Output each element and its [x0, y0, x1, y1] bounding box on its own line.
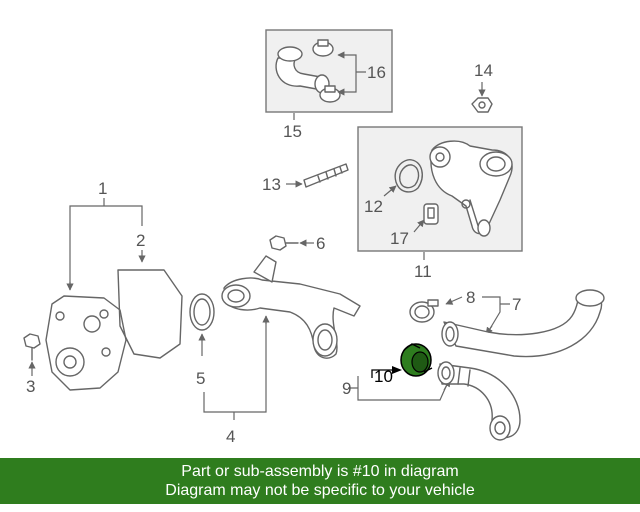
banner-line-2: Diagram may not be specific to your vehi…	[165, 482, 475, 499]
coolant-hose-9	[437, 361, 521, 441]
hose-clamp-upper	[312, 39, 334, 57]
stud-13	[303, 163, 349, 188]
callout-12: 12	[364, 197, 383, 216]
callout-15: 15	[283, 122, 302, 141]
callout-11: 11	[414, 262, 432, 281]
callout-2: 2	[136, 231, 145, 250]
highlighted-hose-clamp-10[interactable]	[400, 343, 433, 377]
callout-14: 14	[474, 61, 493, 80]
hose-clamp-lower	[319, 85, 341, 103]
gasket-12	[394, 159, 423, 193]
nut-14	[471, 97, 493, 113]
callout-13: 13	[262, 175, 281, 194]
callout-5: 5	[196, 369, 205, 388]
leader-16	[344, 54, 366, 93]
callout-7: 7	[512, 295, 521, 314]
callout-9: 9	[342, 379, 351, 398]
callout-3: 3	[26, 377, 35, 396]
callout-6: 6	[316, 234, 325, 253]
sensor-17	[423, 203, 439, 225]
callout-8: 8	[466, 288, 475, 307]
callout-4: 4	[226, 427, 235, 446]
banner-line-1: Part or sub-assembly is #10 in diagram	[181, 463, 459, 480]
pump-gasket-2	[117, 269, 183, 359]
water-pump-1	[45, 295, 127, 391]
callout-1: 1	[98, 179, 107, 198]
radiator-hose-7	[441, 289, 605, 358]
water-inlet-pipe-4	[221, 255, 361, 359]
callout-10: 10	[374, 367, 393, 386]
info-banner: Part or sub-assembly is #10 in diagram D…	[0, 458, 640, 504]
thermostat-housing	[429, 140, 513, 237]
bolt-6	[269, 235, 299, 251]
parts-diagram: 16 15 14 12 17 11 13 1 2	[23, 29, 605, 446]
o-ring-5	[189, 293, 215, 331]
callout-17: 17	[390, 229, 409, 248]
hose-clamp-8	[409, 299, 439, 323]
bolt-3	[23, 333, 41, 361]
callout-16: 16	[367, 63, 386, 82]
